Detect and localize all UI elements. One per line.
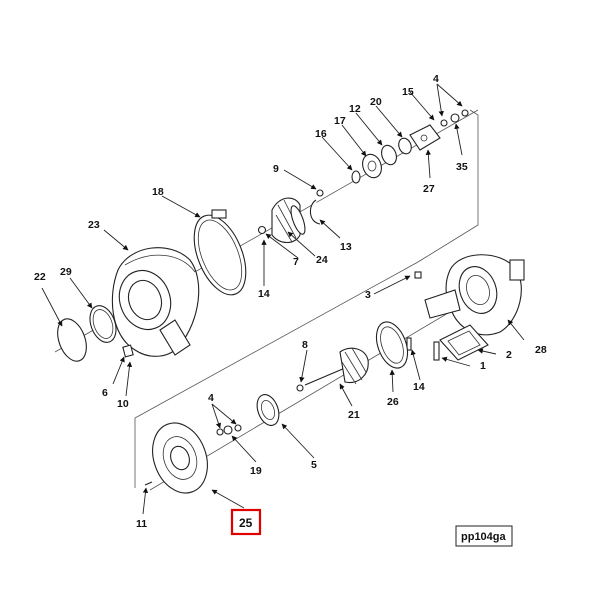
callout-18: 18 xyxy=(152,186,164,198)
part-turbine-housing-28 xyxy=(424,254,525,336)
callout-4-upper: 4 xyxy=(433,73,439,85)
callout-20: 20 xyxy=(370,96,382,108)
part-bearing-housing-5 xyxy=(256,394,280,426)
part-compressor-housing-23 xyxy=(111,247,200,357)
part-backplate-25 xyxy=(152,422,208,494)
callout-29: 29 xyxy=(60,266,72,278)
callout-10: 10 xyxy=(117,398,129,410)
reference-code: pp104ga xyxy=(461,531,507,543)
callout-22: 22 xyxy=(34,271,46,283)
part-nut-7 xyxy=(257,225,267,235)
part-pin-11 xyxy=(144,481,153,486)
callout-17: 17 xyxy=(334,115,346,127)
callout-24: 24 xyxy=(316,254,328,266)
callout-35: 35 xyxy=(456,161,468,173)
callout-19: 19 xyxy=(250,465,262,477)
callout-4-lower: 4 xyxy=(208,392,214,404)
part-washer-4-lower xyxy=(216,424,242,436)
callout-16: 16 xyxy=(315,128,327,140)
part-thrust-collar-16 xyxy=(351,170,361,184)
callout-13: 13 xyxy=(340,241,352,253)
part-bolt-3 xyxy=(414,271,422,279)
reference-code-box: pp104ga xyxy=(455,525,513,547)
part-washer-4-upper xyxy=(440,109,469,127)
part-retaining-ring-13 xyxy=(309,199,321,225)
part-compressor-wheel-24 xyxy=(271,197,306,244)
part-stud-1 xyxy=(433,341,440,361)
part-nut-35 xyxy=(450,113,460,123)
callout-26: 26 xyxy=(387,396,399,408)
part-retaining-ring-22 xyxy=(57,318,87,362)
part-v-band-clamp-26 xyxy=(375,321,409,369)
callout-2: 2 xyxy=(506,349,512,361)
callout-6: 6 xyxy=(102,387,108,399)
callout-23: 23 xyxy=(88,219,100,231)
highlight-box xyxy=(230,508,262,536)
part-thrust-bearing-17 xyxy=(362,153,382,179)
part-seal-ring-12 xyxy=(381,144,397,166)
part-oil-deflector-20 xyxy=(398,137,412,155)
part-v-band-clamp-18 xyxy=(193,209,247,296)
callout-9: 9 xyxy=(273,163,279,175)
callout-7: 7 xyxy=(293,256,299,268)
callout-27: 27 xyxy=(423,183,435,195)
leader-lines xyxy=(41,83,525,515)
part-seal-ring-8 xyxy=(296,384,304,392)
callout-5: 5 xyxy=(311,459,317,471)
callout-15: 15 xyxy=(402,86,414,98)
part-clip-6 xyxy=(122,344,134,358)
part-nut-19 xyxy=(223,425,233,435)
callout-1: 1 xyxy=(480,360,486,372)
callout-28: 28 xyxy=(535,344,547,356)
callout-14-lower: 14 xyxy=(413,381,425,393)
highlighted-callout-25[interactable]: 25 xyxy=(230,508,262,536)
callout-11: 11 xyxy=(136,518,147,530)
callout-21: 21 xyxy=(348,409,360,421)
part-turbine-shaft-21 xyxy=(304,347,369,386)
callout-12: 12 xyxy=(349,103,361,115)
part-thrust-spacer-27 xyxy=(409,124,441,151)
callout-3: 3 xyxy=(365,289,371,301)
part-stud-14-lower xyxy=(406,337,412,351)
part-oring-9 xyxy=(316,189,324,197)
callout-14-upper: 14 xyxy=(258,288,270,300)
callout-labels: 1 2 3 4 4 5 6 7 8 9 10 11 12 13 14 14 15… xyxy=(34,73,547,530)
callout-8: 8 xyxy=(302,339,308,351)
callout-25: 25 xyxy=(239,516,253,530)
reference-code-border xyxy=(455,525,513,547)
part-gasket-2 xyxy=(439,324,489,361)
